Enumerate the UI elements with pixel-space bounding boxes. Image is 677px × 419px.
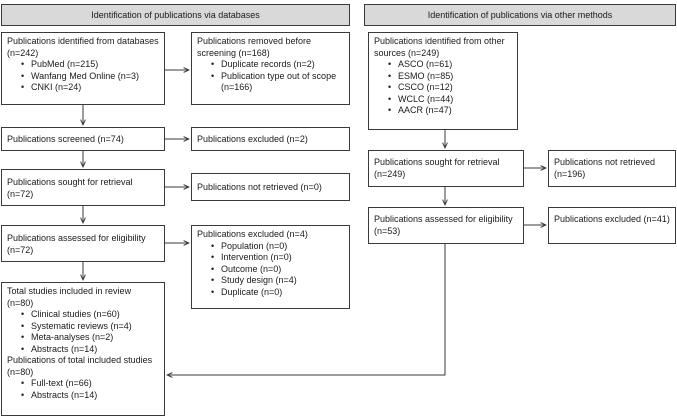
- sought-db-label: Publications sought for retrieval (n=72): [7, 177, 133, 199]
- assessed-other-label: Publications assessed for eligibility (n…: [374, 214, 513, 236]
- not-retrieved-db-label: Publications not retrieved (n=0): [197, 182, 322, 192]
- list-item: AACR (n=47): [388, 105, 512, 117]
- box-removed-before-screening: Publications removed before screening (n…: [191, 32, 350, 105]
- list-item: Duplicate (n=0): [211, 287, 344, 299]
- included-publications-title: Publications of total included studies (…: [7, 355, 153, 377]
- excluded-screening-label: Publications excluded (n=2): [197, 134, 308, 144]
- excluded-eligibility-list: Population (n=0) Intervention (n=0) Outc…: [197, 241, 344, 299]
- included-list: Clinical studies (n=60) Systematic revie…: [7, 309, 159, 355]
- not-retrieved-other-label: Publications not retrieved (n=196): [554, 157, 656, 179]
- list-item: WCLC (n=44): [388, 94, 512, 106]
- identified-other-title: Publications identified from other sourc…: [374, 36, 505, 58]
- included-title: Total studies included in review (n=80): [7, 286, 132, 308]
- list-item: Wanfang Med Online (n=3): [21, 71, 159, 83]
- box-excluded-screening: Publications excluded (n=2): [191, 127, 350, 151]
- excluded-eligibility-title: Publications excluded (n=4): [197, 229, 308, 239]
- list-item: Meta-analyses (n=2): [21, 332, 159, 344]
- list-item: Full-text (n=66): [21, 378, 159, 390]
- list-item: ASCO (n=61): [388, 59, 512, 71]
- header-databases: Identification of publications via datab…: [1, 4, 350, 26]
- box-included-studies: Total studies included in review (n=80) …: [1, 282, 165, 416]
- box-sought-retrieval-db: Publications sought for retrieval (n=72): [1, 169, 165, 206]
- list-item: Population (n=0): [211, 241, 344, 253]
- list-item: Outcome (n=0): [211, 264, 344, 276]
- list-item: CSCO (n=12): [388, 82, 512, 94]
- assessed-db-label: Publications assessed for eligibility (n…: [7, 233, 146, 255]
- list-item: Abstracts (n=14): [21, 344, 159, 356]
- box-not-retrieved-db: Publications not retrieved (n=0): [191, 173, 350, 201]
- list-item: Systematic reviews (n=4): [21, 321, 159, 333]
- box-screened: Publications screened (n=74): [1, 127, 165, 151]
- list-item: PubMed (n=215): [21, 59, 159, 71]
- box-sought-retrieval-other: Publications sought for retrieval (n=249…: [368, 150, 524, 187]
- identified-databases-list: PubMed (n=215) Wanfang Med Online (n=3) …: [7, 59, 159, 94]
- list-item: Duplicate records (n=2): [211, 59, 344, 71]
- included-publications-list: Full-text (n=66) Abstracts (n=14): [7, 378, 159, 401]
- list-item: Study design (n=4): [211, 275, 344, 287]
- box-identified-databases: Publications identified from databases (…: [1, 32, 165, 105]
- list-item: Intervention (n=0): [211, 252, 344, 264]
- box-not-retrieved-other: Publications not retrieved (n=196): [548, 150, 676, 187]
- box-excluded-other: Publications excluded (n=41): [548, 207, 676, 244]
- identified-databases-title: Publications identified from databases (…: [7, 36, 159, 58]
- box-assessed-other: Publications assessed for eligibility (n…: [368, 207, 524, 244]
- list-item: Clinical studies (n=60): [21, 309, 159, 321]
- screened-label: Publications screened (n=74): [7, 134, 124, 144]
- box-identified-other: Publications identified from other sourc…: [368, 32, 518, 130]
- sought-other-label: Publications sought for retrieval (n=249…: [374, 157, 500, 179]
- list-item: CNKI (n=24): [21, 82, 159, 94]
- identified-other-list: ASCO (n=61) ESMO (n=85) CSCO (n=12) WCLC…: [374, 59, 512, 117]
- header-other-methods: Identification of publications via other…: [364, 4, 676, 26]
- list-item: Abstracts (n=14): [21, 390, 159, 402]
- list-item: ESMO (n=85): [388, 71, 512, 83]
- removed-title: Publications removed before screening (n…: [197, 36, 312, 58]
- excluded-other-label: Publications excluded (n=41): [554, 214, 670, 224]
- box-assessed-db: Publications assessed for eligibility (n…: [1, 225, 165, 262]
- list-item: Publication type out of scope (n=166): [211, 71, 344, 94]
- box-excluded-eligibility: Publications excluded (n=4) Population (…: [191, 225, 350, 309]
- removed-list: Duplicate records (n=2) Publication type…: [197, 59, 344, 94]
